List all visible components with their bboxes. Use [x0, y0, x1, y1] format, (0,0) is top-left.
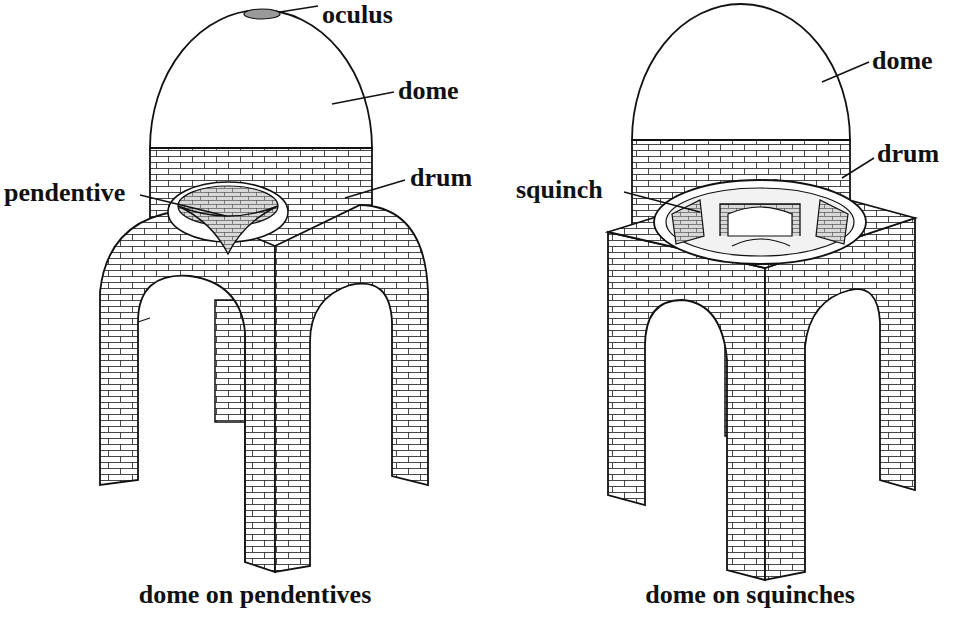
drum-ring [654, 180, 866, 264]
drum-ring-inner [666, 188, 854, 256]
part-label: drum [410, 163, 472, 193]
part-label: drum [877, 139, 939, 169]
figure-caption: dome on squinches [645, 580, 855, 610]
box-wall [608, 232, 765, 580]
arch-wall [275, 205, 428, 572]
pendentive [178, 206, 278, 254]
dome [150, 10, 372, 148]
leader-line [280, 6, 318, 12]
leader-line [624, 192, 700, 212]
part-label: dome [872, 46, 933, 76]
figure-caption: dome on pendentives [139, 580, 372, 610]
part-label: pendentive [4, 178, 125, 208]
squinch-arch [728, 207, 792, 236]
squinch-curve [732, 239, 790, 246]
box-top [608, 180, 915, 268]
leader-line [822, 62, 869, 82]
dome [632, 4, 850, 140]
leader-line [140, 195, 226, 216]
part-label: oculus [322, 0, 393, 30]
arch-wall [100, 210, 275, 572]
part-label: dome [398, 76, 459, 106]
oculus [244, 9, 280, 19]
part-label: squinch [516, 175, 603, 205]
leader-line [842, 158, 874, 178]
edge-line [138, 318, 245, 562]
leader-line [345, 180, 405, 198]
squinch [816, 200, 848, 244]
leader-line [332, 92, 394, 104]
squinch-niche [720, 204, 800, 236]
box-wall [765, 218, 915, 580]
